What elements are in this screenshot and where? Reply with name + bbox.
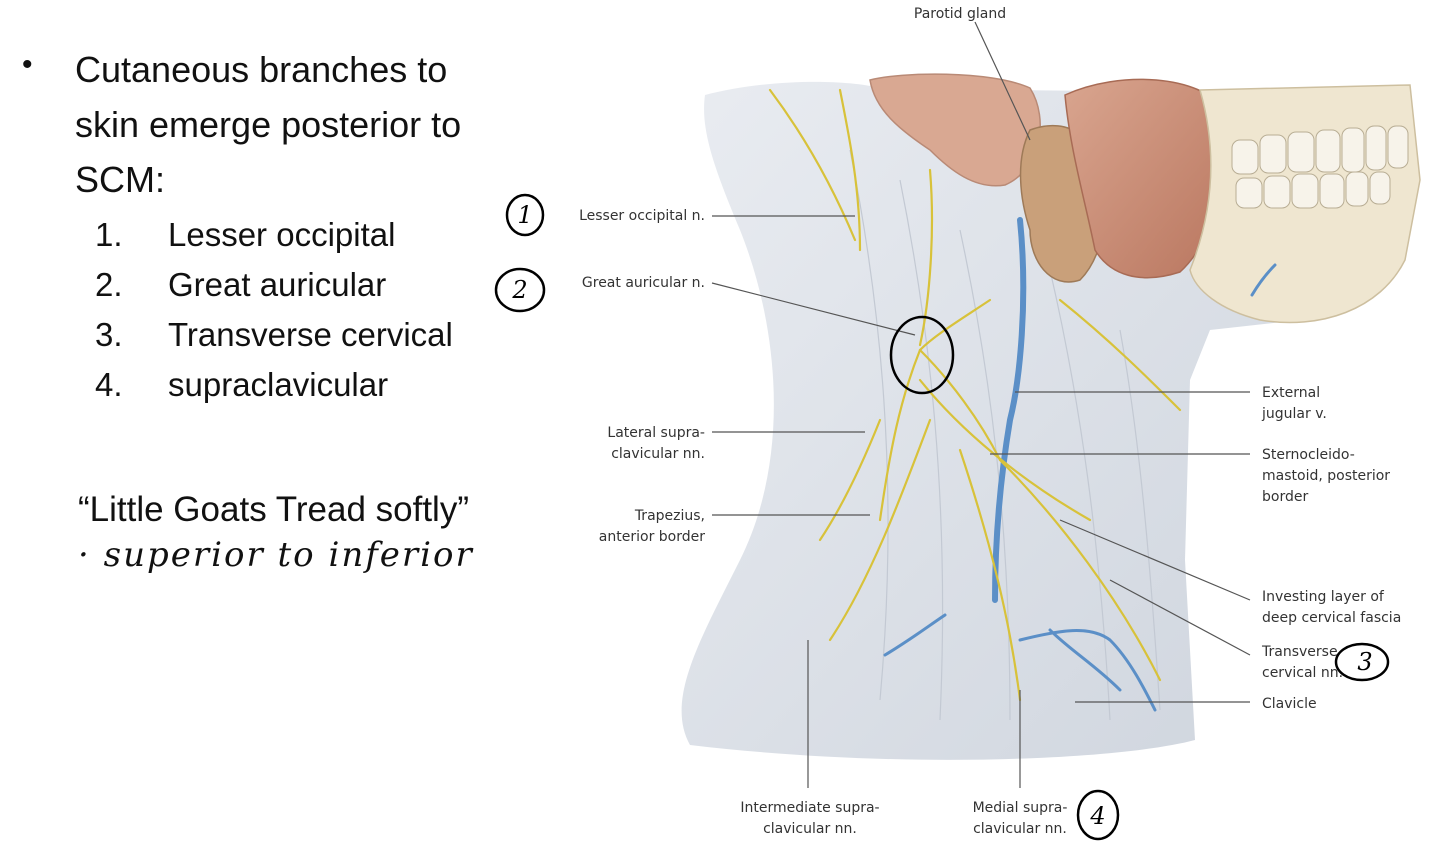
list-item-number: 2. xyxy=(95,266,123,303)
label-medial-supraclavicular-2: clavicular nn. xyxy=(973,821,1067,837)
mnemonic-quote: “Little Goats Tread softly” xyxy=(78,490,469,529)
bullet-line-2: skin emerge posterior to xyxy=(75,104,462,145)
facial-vein xyxy=(1250,263,1277,297)
ink-circle-1 xyxy=(505,193,545,237)
bullet-dot: • xyxy=(22,48,33,81)
label-transverse-cervical-1: Transverse xyxy=(1261,644,1338,660)
ink-number-3: 3 xyxy=(1357,648,1372,676)
masseter-muscle-shape xyxy=(1064,78,1229,279)
ink-circle-great-auricular xyxy=(889,315,955,395)
label-lesser-occipital: Lesser occipital n. xyxy=(579,208,705,224)
label-lateral-supraclavicular-2: clavicular nn. xyxy=(611,446,705,462)
cutaneous-nerves xyxy=(768,88,1182,702)
label-medial-supraclavicular-1: Medial supra- xyxy=(973,800,1068,816)
list-item-text: supraclavicular xyxy=(168,366,389,403)
ink-number-2: 2 xyxy=(511,276,527,304)
label-great-auricular: Great auricular n. xyxy=(582,275,705,291)
transverse-vein xyxy=(883,613,1157,712)
ink-circle-4 xyxy=(1076,789,1120,841)
list-item-text: Great auricular xyxy=(168,266,387,303)
list-item-text: Transverse cervical xyxy=(168,316,453,353)
label-external-jugular-2: jugular v. xyxy=(1261,406,1327,422)
label-transverse-cervical-2: cervical nn. xyxy=(1262,665,1343,681)
label-intermediate-supraclavicular-2: clavicular nn. xyxy=(763,821,857,837)
label-external-jugular-1: External xyxy=(1262,385,1320,401)
label-lateral-supraclavicular-1: Lateral supra- xyxy=(607,425,705,441)
bullet-line-1: Cutaneous branches to xyxy=(75,49,448,90)
list-item-number: 3. xyxy=(95,316,123,353)
label-scm-3: border xyxy=(1262,489,1308,505)
list-item-number: 1. xyxy=(95,216,123,253)
label-trapezius-2: anterior border xyxy=(599,529,705,545)
leader-lines xyxy=(711,21,1251,788)
bullet-line-3: SCM: xyxy=(75,159,165,200)
ink-circle-3 xyxy=(1334,642,1390,682)
ear-shape xyxy=(869,73,1041,187)
teeth-shape xyxy=(1231,125,1409,209)
ink-circle-2 xyxy=(494,267,546,313)
label-trapezius-1: Trapezius, xyxy=(634,508,705,524)
handwritten-note: · superior to inferior xyxy=(78,535,474,575)
label-investing-1: Investing layer of xyxy=(1262,589,1385,605)
external-jugular-vein xyxy=(992,217,1027,603)
ink-annotations: 1 2 3 4 xyxy=(494,193,1390,841)
label-clavicle: Clavicle xyxy=(1262,696,1317,712)
slide-text-panel: • Cutaneous branches to skin emerge post… xyxy=(0,0,560,861)
label-scm-1: Sternocleido- xyxy=(1262,447,1355,463)
label-scm-2: mastoid, posterior xyxy=(1262,468,1390,484)
list-item-text: Lesser occipital xyxy=(168,216,396,253)
label-investing-2: deep cervical fascia xyxy=(1262,610,1401,626)
list-item-number: 4. xyxy=(95,366,123,403)
ink-number-1: 1 xyxy=(517,201,532,229)
label-intermediate-supraclavicular-1: Intermediate supra- xyxy=(740,800,879,816)
ink-number-4: 4 xyxy=(1089,802,1105,830)
label-parotid-gland: Parotid gland xyxy=(914,6,1006,22)
